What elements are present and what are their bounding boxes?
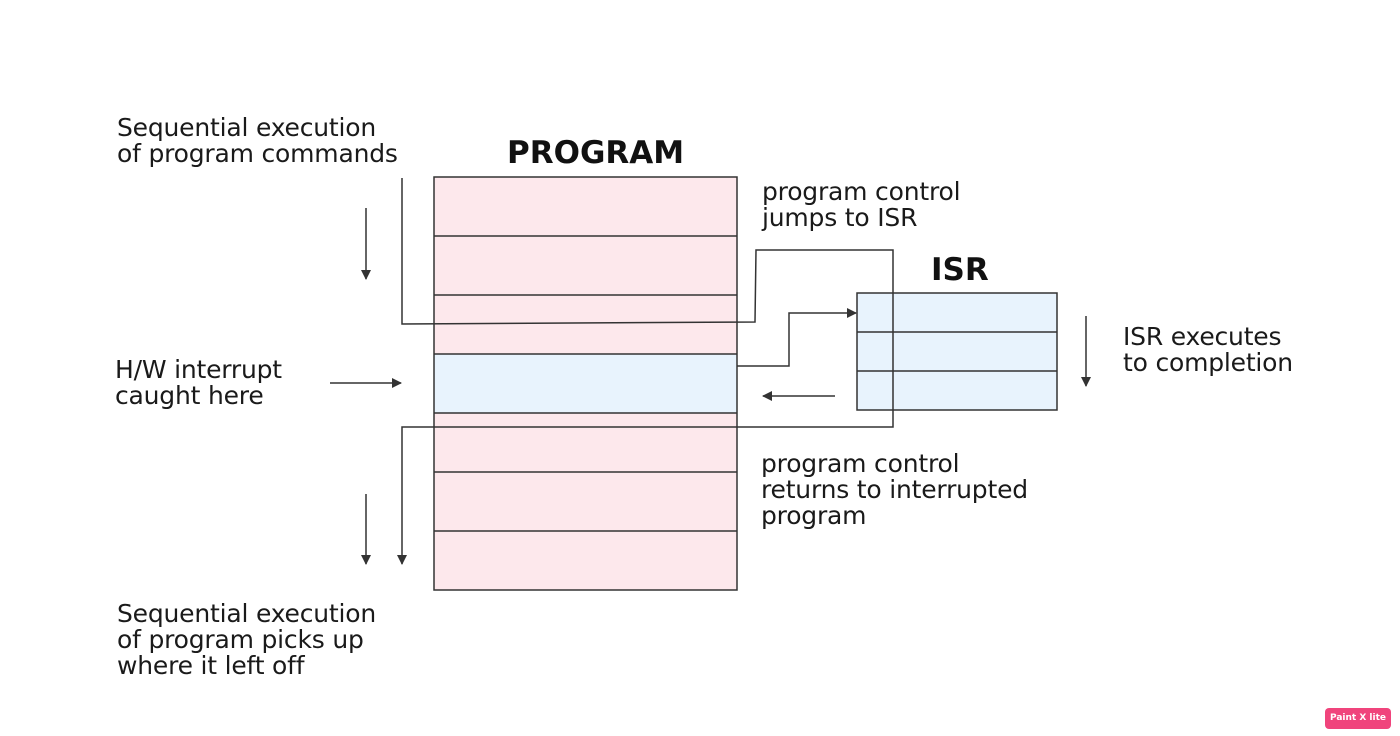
control-flow-path bbox=[397, 178, 894, 565]
program-title: PROGRAM bbox=[507, 135, 685, 171]
isr-block bbox=[856, 292, 1058, 411]
program-block-border bbox=[433, 176, 738, 591]
isr-title: ISR bbox=[931, 252, 989, 288]
interrupt-label: H/W interrupt caught here bbox=[115, 355, 282, 410]
interrupt-to-isr-arrow bbox=[737, 308, 857, 367]
watermark-badge: Paint X lite bbox=[1325, 708, 1391, 729]
isr-block-fill bbox=[856, 292, 1058, 411]
sequential-execution-bottom-label: Sequential execution of program picks up… bbox=[117, 599, 376, 680]
jumps-to-isr-label: program control jumps to ISR bbox=[762, 177, 961, 232]
returns-label: program control returns to interrupted p… bbox=[761, 449, 1028, 530]
program-block-fill-top bbox=[434, 177, 737, 354]
isr-executes-label: ISR executes to completion bbox=[1123, 322, 1293, 377]
sequential-execution-top-label: Sequential execution of program commands bbox=[117, 113, 398, 168]
program-block-fill-bottom bbox=[434, 413, 737, 590]
program-block bbox=[433, 176, 738, 591]
interrupt-row bbox=[434, 354, 737, 413]
